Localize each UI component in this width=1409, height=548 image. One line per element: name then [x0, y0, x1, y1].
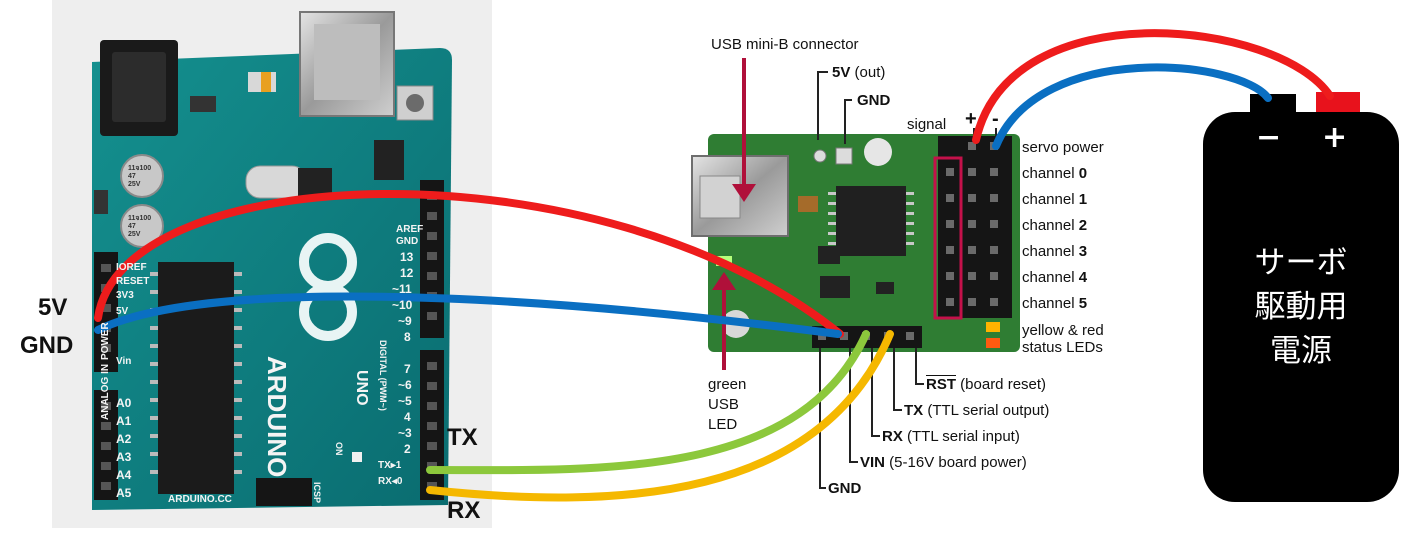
wire-gnd-blue: [94, 292, 842, 338]
label-servo-minus: -: [992, 108, 999, 130]
label-green-led-line3: LED: [708, 416, 738, 433]
label-arduino-tx: TX: [447, 424, 478, 451]
label-rst: RST (board reset): [926, 376, 1047, 393]
silk-a1: A1: [116, 414, 132, 428]
label-vin: VIN (5-16V board power): [860, 454, 1027, 471]
label-gnd-bottom: GND: [828, 480, 862, 497]
label-usb-mini-b-connector: USB mini-B connector: [711, 36, 859, 53]
on-led: [352, 452, 362, 462]
silk-d13: 13: [400, 250, 414, 264]
label-status-leds-line2: status LEDs: [1022, 339, 1103, 356]
icsp-header-top: [374, 140, 404, 180]
wires: [94, 29, 1334, 502]
icsp-header-bottom: [256, 478, 312, 506]
label-channel-2: channel 2: [1022, 217, 1088, 234]
pad-5v-out: [813, 149, 827, 163]
signal-column-highlight: [933, 156, 963, 320]
label-arduino-5v: 5V: [38, 294, 68, 321]
silk-d11: ~11: [392, 282, 412, 296]
silk-a4: A4: [116, 468, 132, 482]
silk-cap2: 11จ100 47 25V: [128, 215, 152, 238]
label-servo-plus: +: [965, 108, 977, 130]
mounting-hole-top: [864, 138, 892, 166]
silk-d2: 2: [404, 442, 411, 456]
label-channel-3: channel 3: [1022, 243, 1088, 260]
crystal-oscillator: [245, 165, 307, 199]
silk-analog-in: ANALOG IN: [100, 363, 111, 420]
label-arduino-rx: RX: [447, 497, 481, 524]
atmega328-chip: [158, 262, 234, 494]
silk-a2: A2: [116, 432, 132, 446]
silk-reset: RESET: [116, 276, 150, 287]
pad-gnd-top: [835, 147, 853, 165]
battery-label-line3: 電源: [1270, 333, 1332, 369]
label-channel-0: channel 0: [1022, 165, 1088, 182]
battery-body: [1203, 112, 1399, 502]
silk-model: UNO: [353, 370, 370, 406]
wire-servo-plus-red: [972, 29, 1334, 144]
silk-d6: ~6: [398, 378, 412, 392]
red-status-led: [986, 338, 1000, 348]
pic-microcontroller: [836, 186, 906, 256]
label-channel-4: channel 4: [1022, 269, 1088, 286]
wire-tx-green: [426, 330, 870, 475]
silk-d1: TX▸1: [378, 460, 402, 471]
label-green-led-line2: USB: [708, 396, 739, 413]
battery-label-line1: サーボ: [1254, 245, 1348, 281]
battery-label-line2: 駆動用: [1254, 289, 1348, 325]
battery-minus-symbol: −: [1256, 120, 1282, 155]
silk-aref: AREF: [396, 224, 424, 235]
silk-digital: DIGITAL (PWM~): [378, 340, 388, 411]
servo-power-battery: [1203, 92, 1399, 502]
silk-d12: 12: [400, 266, 414, 280]
silk-power: POWER: [100, 322, 111, 360]
silk-5v: 5V: [116, 306, 129, 317]
label-gnd-top: GND: [857, 92, 891, 109]
silk-d8: 8: [404, 330, 411, 344]
silk-a5: A5: [116, 486, 132, 500]
capacitor-2: [120, 204, 164, 248]
silk-d0: RX◂0: [378, 476, 403, 487]
label-arduino-gnd: GND: [20, 332, 74, 359]
label-5v-out: 5V (out): [832, 64, 886, 81]
label-channel-5: channel 5: [1022, 295, 1088, 312]
label-leader-lines: [817, 71, 997, 489]
label-rx-input: RX (TTL serial input): [882, 428, 1020, 445]
battery-plus-symbol: +: [1322, 120, 1348, 155]
silk-site: ARDUINO.CC: [168, 494, 232, 505]
label-green-led-line1: green: [708, 376, 747, 393]
label-signal: signal: [907, 116, 947, 133]
label-tx-output: TX (TTL serial output): [904, 402, 1050, 419]
silk-d3: ~3: [398, 426, 412, 440]
silk-3v3: 3V3: [116, 290, 134, 301]
wire-servo-minus-blue: [992, 63, 1272, 150]
silk-brand: ARDUINO: [262, 356, 292, 478]
silk-a3: A3: [116, 450, 132, 464]
silk-d5: ~5: [398, 394, 412, 408]
silk-d4: 4: [404, 410, 411, 424]
label-status-leds-line1: yellow & red: [1022, 322, 1104, 339]
label-servo-power: servo power: [1022, 139, 1104, 156]
silk-a0: A0: [116, 396, 132, 410]
wire-rx-yellow: [426, 330, 894, 502]
silk-on: ON: [334, 442, 344, 456]
yellow-status-led: [986, 322, 1000, 332]
arduino-infinity-logo: [299, 233, 357, 341]
silk-cap1: 11จ100 47 25V: [128, 165, 152, 188]
silk-d9: ~9: [398, 314, 412, 328]
arduino-uno-board: [52, 0, 492, 528]
annotation-pointers: [712, 58, 756, 370]
wire-5v-red: [94, 190, 844, 338]
capacitor-1: [120, 154, 164, 198]
silk-ioref: IOREF: [116, 262, 147, 273]
silk-gnd: GND: [396, 236, 419, 247]
silk-vin: Vin: [116, 356, 132, 367]
silk-icsp: ICSP: [312, 482, 322, 504]
silk-d7: 7: [404, 362, 411, 376]
silk-d10: ~10: [392, 298, 413, 312]
label-channel-1: channel 1: [1022, 191, 1088, 208]
